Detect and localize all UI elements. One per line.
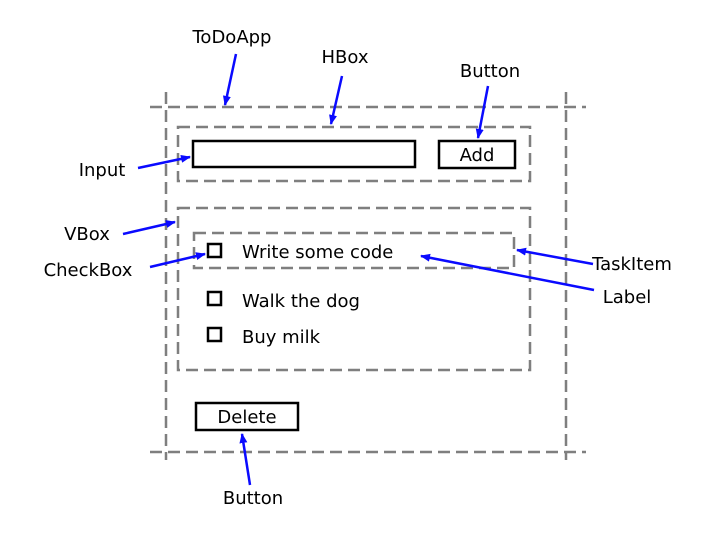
annotation-hbox: HBox — [322, 47, 369, 68]
annotation-input: Input — [79, 160, 126, 181]
annotation-vbox: VBox — [64, 224, 110, 245]
arrow-input — [137, 154, 191, 170]
hbox-container — [176, 125, 532, 183]
task-checkbox[interactable] — [206, 290, 223, 307]
annotation-label: Label — [603, 287, 652, 308]
arrow-vbox — [122, 220, 176, 236]
task-row: Buy milk — [206, 326, 321, 348]
annotation-button-top: Button — [460, 61, 520, 82]
add-button-label: Add — [460, 145, 495, 166]
add-button[interactable]: Add — [437, 139, 517, 170]
arrow-todoapp — [222, 53, 238, 106]
arrow-taskitem — [516, 247, 594, 266]
task-label: Write some code — [242, 242, 393, 263]
arrow-button-bottom — [239, 433, 252, 486]
todoapp-container — [150, 92, 586, 460]
task-checkbox[interactable] — [206, 326, 223, 343]
task-label: Buy milk — [242, 327, 321, 348]
task-row: Write some code — [206, 242, 393, 263]
vbox-container — [176, 206, 532, 372]
annotation-todoapp: ToDoApp — [192, 27, 272, 48]
task-checkbox[interactable] — [206, 242, 223, 259]
annotation-checkbox: CheckBox — [44, 260, 133, 281]
task-row: Walk the dog — [206, 290, 360, 312]
arrow-label — [420, 253, 595, 292]
delete-button-label: Delete — [217, 407, 276, 428]
delete-button[interactable]: Delete — [194, 401, 300, 432]
annotation-button-bottom: Button — [223, 488, 283, 509]
input-field[interactable] — [191, 139, 417, 169]
task-label: Walk the dog — [242, 291, 360, 312]
annotation-taskitem: TaskItem — [591, 254, 672, 275]
taskitem-container — [192, 231, 516, 270]
arrow-checkbox — [149, 252, 206, 269]
arrow-hbox — [329, 75, 344, 125]
arrow-button-top — [475, 85, 490, 139]
